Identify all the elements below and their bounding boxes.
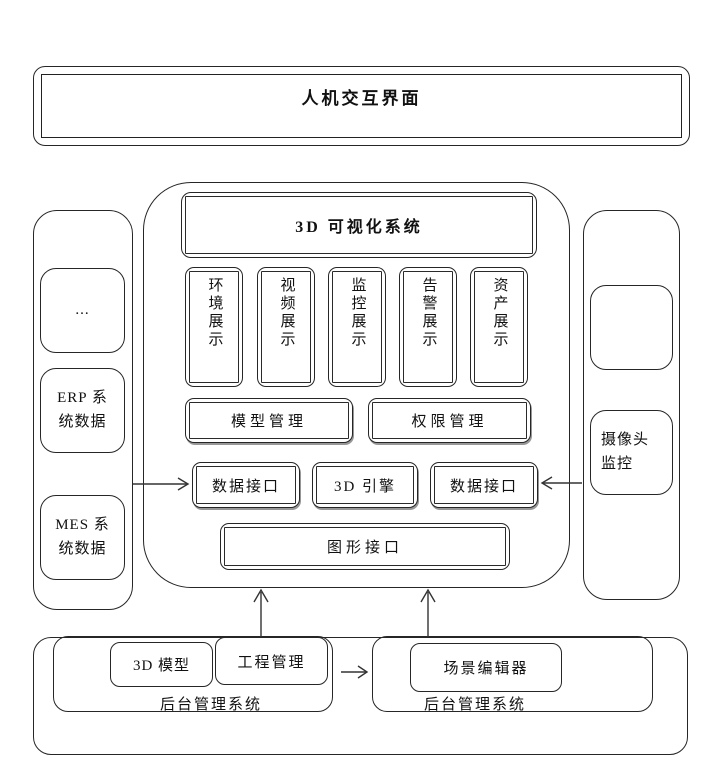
hmi-box: 人机交互界面 [41, 74, 682, 138]
viz-system-title: 3D 可视化系统 [295, 219, 423, 236]
viz-system-container [143, 182, 570, 588]
external-data-ellipsis-box: ... [40, 268, 125, 353]
camera-panel [583, 210, 680, 600]
display-asset-label: 资产展示 [491, 277, 508, 349]
backend-right-label: 后台管理系统 [423, 697, 526, 713]
ellipsis-label: ... [75, 301, 90, 318]
mes-data-box: MES 系统数据 [40, 495, 125, 580]
arrow-backend-up-right [420, 588, 436, 637]
erp-label: ERP 系统数据 [57, 390, 108, 430]
model-management-box: 模型管理 [185, 398, 353, 443]
backend-left-system [53, 636, 333, 712]
display-monitor-label: 监控展示 [349, 277, 366, 349]
mes-label: MES 系统数据 [55, 517, 110, 557]
backend-outer-container [33, 637, 688, 755]
camera-monitor-label: 摄像头监控 [601, 432, 650, 472]
permission-management-label: 权限管理 [411, 414, 488, 430]
hmi-outer-frame [33, 66, 690, 146]
backend-left-label: 后台管理系统 [159, 697, 262, 713]
camera-monitor-box: 摄像头监控 [590, 410, 673, 495]
display-box-environment: 环境展示 [185, 267, 243, 387]
scene-editor-label: 场景编辑器 [443, 661, 529, 677]
display-box-monitor: 监控展示 [328, 267, 386, 387]
viz-system-title-box: 3D 可视化系统 [181, 192, 537, 258]
display-box-alarm: 告警展示 [399, 267, 457, 387]
data-interface-left-label: 数据接口 [211, 478, 280, 495]
graphics-interface-label: 图形接口 [326, 540, 403, 556]
model-3d-box: 3D 模型 [110, 642, 213, 687]
engine-box: 3D 引擎 [312, 462, 418, 508]
project-management-label: 工程管理 [237, 654, 306, 671]
display-box-asset: 资产展示 [470, 267, 528, 387]
display-alarm-label: 告警展示 [420, 277, 437, 349]
graphics-interface-box: 图形接口 [220, 523, 510, 570]
external-data-panel [33, 210, 133, 610]
model-3d-label: 3D 模型 [132, 658, 191, 674]
display-environment-label: 环境展示 [206, 277, 223, 349]
model-management-label: 模型管理 [230, 414, 307, 430]
arrow-backend-up-left [253, 588, 269, 637]
camera-empty-box [590, 285, 673, 370]
data-interface-right-box: 数据接口 [430, 462, 538, 508]
project-management-box: 工程管理 [215, 637, 328, 685]
display-box-video: 视频展示 [257, 267, 315, 387]
backend-right-system [372, 636, 653, 712]
engine-label: 3D 引擎 [333, 478, 397, 495]
display-video-label: 视频展示 [278, 277, 295, 349]
data-interface-right-label: 数据接口 [449, 478, 518, 495]
permission-management-box: 权限管理 [368, 398, 531, 443]
erp-data-box: ERP 系统数据 [40, 368, 125, 453]
scene-editor-box: 场景编辑器 [410, 643, 562, 692]
data-interface-left-box: 数据接口 [192, 462, 300, 508]
hmi-title: 人机交互界面 [301, 89, 422, 108]
